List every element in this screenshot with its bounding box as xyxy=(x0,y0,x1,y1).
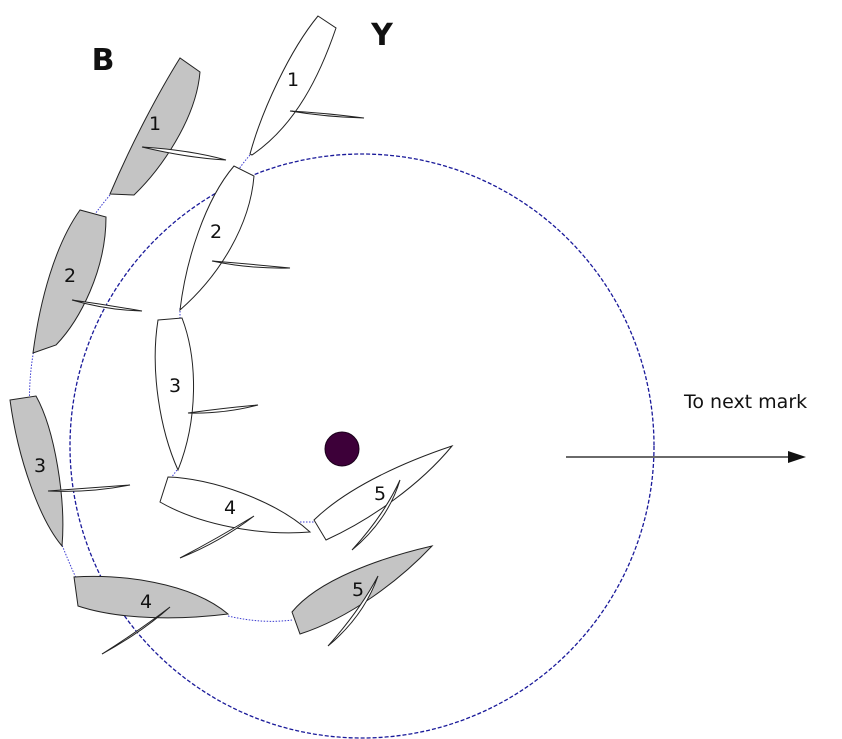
boat-y-3: 3 xyxy=(154,317,259,472)
boat-b-5-number: 5 xyxy=(352,579,364,601)
fleet-y-label: Y xyxy=(370,18,394,53)
boat-b-4-number: 4 xyxy=(140,591,152,613)
direction-arrow-head xyxy=(788,451,806,463)
track-b-exit xyxy=(227,615,293,622)
boat-b-4: 4 xyxy=(73,575,230,655)
boat-y-2: 2 xyxy=(179,165,291,312)
boat-y-3-number: 3 xyxy=(169,375,181,397)
mark xyxy=(324,431,360,467)
boat-y-4-number: 4 xyxy=(224,497,236,519)
boat-y-4: 4 xyxy=(159,476,312,559)
boat-b-3-number: 3 xyxy=(34,455,46,477)
boat-b-3: 3 xyxy=(9,395,131,548)
direction-label: To next mark xyxy=(683,391,807,413)
boat-y-5: 5 xyxy=(313,444,454,551)
boat-b-1: 1 xyxy=(109,57,227,196)
boat-b-1-number: 1 xyxy=(149,113,161,135)
boat-b-2-number: 2 xyxy=(64,265,76,287)
boat-b-2: 2 xyxy=(32,209,143,354)
boat-y-1: 1 xyxy=(249,15,365,156)
boat-b-5: 5 xyxy=(291,545,434,647)
boat-y-1-number: 1 xyxy=(287,69,299,91)
boat-y-5-number: 5 xyxy=(374,483,386,505)
boat-y-2-number: 2 xyxy=(210,221,222,243)
fleet-b-label: B xyxy=(92,43,115,78)
zone-circle xyxy=(69,153,655,739)
